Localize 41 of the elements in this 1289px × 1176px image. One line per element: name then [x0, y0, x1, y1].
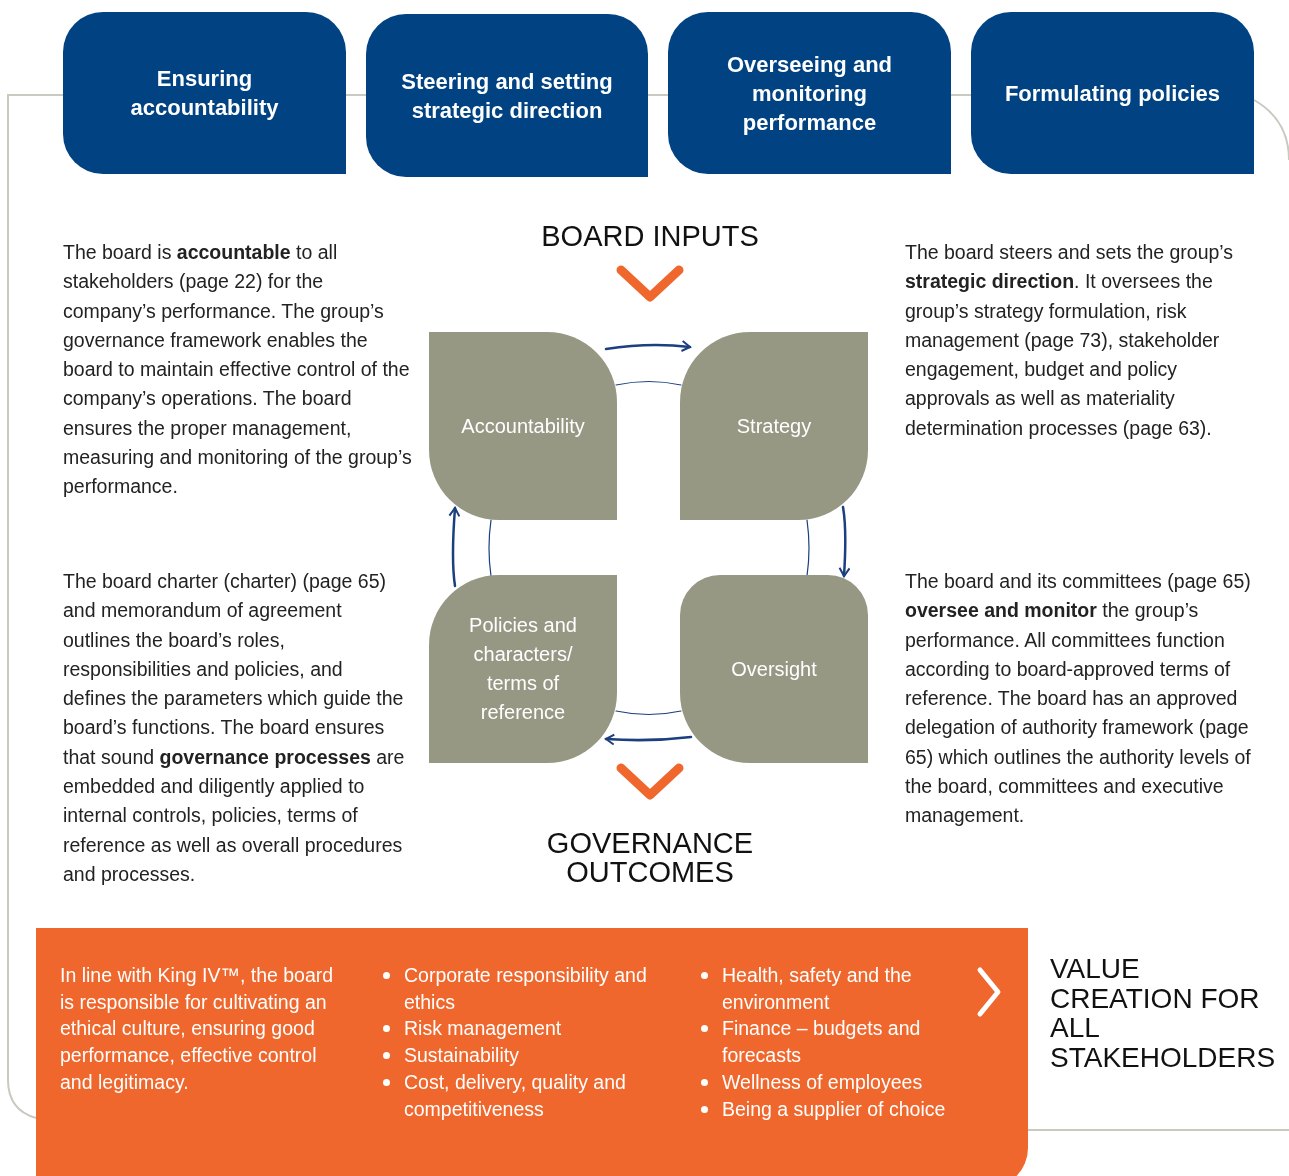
bullet-text: Being a supplier of choice: [722, 1096, 946, 1122]
tab-title: Ensuring accountability: [129, 65, 280, 122]
cycle-arrow: [604, 733, 693, 746]
quadrant-box: [429, 575, 617, 763]
paragraph: The board is accountable to all stakeholders (page 22) for the company’s performance. The group’s governance framework enables the board to maintain effective control of the company’s operations. The board ensures the proper management, measuring and monitoring of the group’s performance.: [63, 240, 413, 500]
quadrant-label: Strategy: [736, 413, 812, 439]
paragraph: The board steers and sets the group’s strategic direction. It oversees the group’s strategy formulation, risk management (page 73), stakeholder engagement, budget and policy approvals as well as materiality determination processes (page 63).: [905, 240, 1235, 441]
heading-tab: [971, 12, 1254, 174]
bullet-text: Cost, delivery, quality and competitiveness: [404, 1069, 627, 1122]
cycle-arrow: [604, 340, 692, 353]
tab-title: Overseeing and monitoring performance: [725, 50, 894, 137]
paragraph: The board charter (charter) (page 65) and memorandum of agreement outlines the board’s roles, responsibilities and policies, and defines the parameters which guide the board’s functions. The board ensures that sound governance processes are embedded and diligently applied to internal controls, policies, terms of reference as well as overall procedures and processes.: [63, 569, 406, 887]
bullet-text: Sustainability: [404, 1043, 519, 1069]
bullet-text: Corporate responsibility and ethics: [404, 963, 648, 1015]
quadrant-label: Oversight: [731, 656, 817, 682]
ring-line: [806, 519, 810, 577]
outcome-panel: [36, 928, 1028, 1176]
bullet-text: Wellness of employees: [722, 1069, 923, 1095]
heading-tab: [63, 12, 346, 174]
cycle-arrow: [838, 505, 851, 578]
paragraph: In line with King IV™, the board is responsible for cultivating an ethical culture, ensuring good performance, effective control and legitimacy.: [60, 963, 335, 1095]
bullet-text: Finance – budgets and forecasts: [722, 1016, 922, 1069]
ring-line: [615, 380, 682, 386]
bullet-text: Risk management: [404, 1016, 562, 1042]
quadrant-box: [680, 332, 868, 520]
tab-title: Steering and setting strategic direction: [400, 67, 614, 125]
quadrant-box: [680, 575, 868, 763]
quadrant-label: Accountability: [461, 413, 585, 439]
tab-title: Formulating policies: [1004, 79, 1221, 108]
ring-line: [488, 519, 492, 577]
bullet-text: Health, safety and the environment: [722, 963, 913, 1015]
paragraph: The board and its committees (page 65) oversee and monitor the group’s performance. All committees function according to board-approved terms of reference. The board has an approved delegation of authority framework (page 65) which outlines the authority levels of the board, committees and executive management.: [905, 569, 1252, 829]
value-heading: VALUE CREATION FOR ALL STAKEHOLDERS: [1050, 954, 1277, 1072]
quadrant-label: Policies and characters/ terms of reference: [468, 613, 578, 725]
heading-tab: [668, 12, 951, 174]
section-heading: BOARD INPUTS: [520, 222, 780, 251]
ring-line: [615, 710, 682, 716]
heading-tab: [366, 14, 648, 177]
quadrant-box: [429, 332, 617, 520]
cycle-arrow: [448, 506, 461, 588]
section-heading: GOVERNANCE OUTCOMES: [520, 829, 780, 887]
